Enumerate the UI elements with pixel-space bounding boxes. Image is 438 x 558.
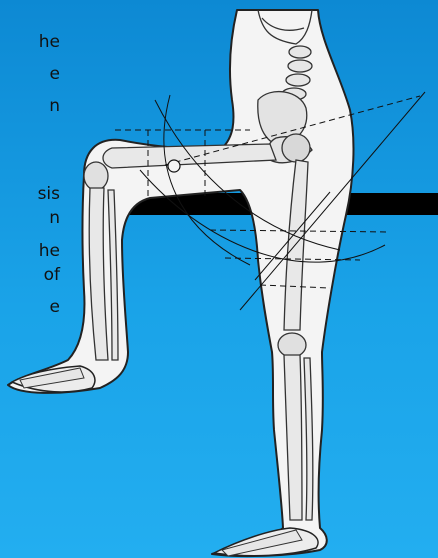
knee-pivot-marker <box>168 160 180 172</box>
foot-bones <box>20 368 302 556</box>
